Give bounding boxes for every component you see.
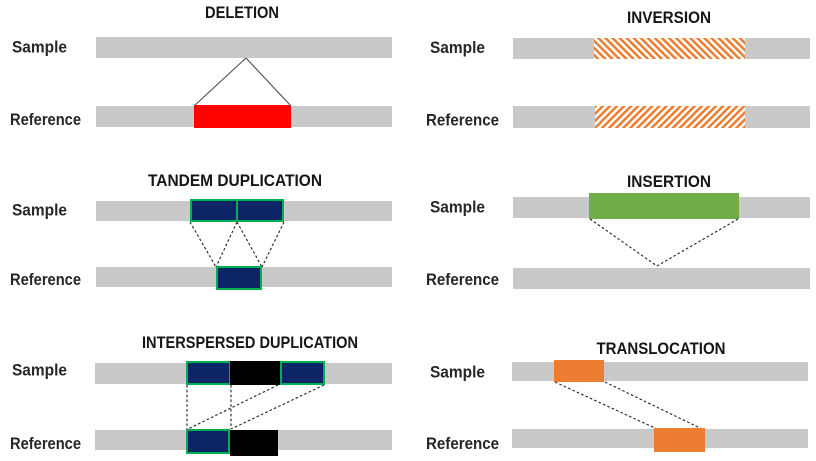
svg-text:Reference: Reference bbox=[10, 434, 81, 453]
svg-text:TRANSLOCATION: TRANSLOCATION bbox=[597, 339, 726, 358]
svg-text:Sample: Sample bbox=[12, 38, 67, 57]
svg-text:Reference: Reference bbox=[10, 110, 81, 129]
svg-text:DELETION: DELETION bbox=[205, 3, 279, 22]
svg-text:Sample: Sample bbox=[430, 198, 485, 217]
svg-text:INTERSPERSED DUPLICATION: INTERSPERSED DUPLICATION bbox=[142, 333, 358, 352]
svg-text:Sample: Sample bbox=[12, 201, 67, 220]
svg-text:Reference: Reference bbox=[426, 111, 499, 130]
svg-text:TANDEM DUPLICATION: TANDEM DUPLICATION bbox=[148, 171, 322, 190]
svg-text:Reference: Reference bbox=[426, 270, 499, 289]
svg-text:Reference: Reference bbox=[426, 434, 499, 453]
svg-text:INSERTION: INSERTION bbox=[627, 172, 711, 191]
svg-text:Sample: Sample bbox=[430, 38, 485, 57]
svg-text:Reference: Reference bbox=[10, 270, 81, 289]
svg-text:Sample: Sample bbox=[430, 363, 485, 382]
svg-text:INVERSION: INVERSION bbox=[627, 8, 711, 27]
svg-text:Sample: Sample bbox=[12, 361, 67, 380]
